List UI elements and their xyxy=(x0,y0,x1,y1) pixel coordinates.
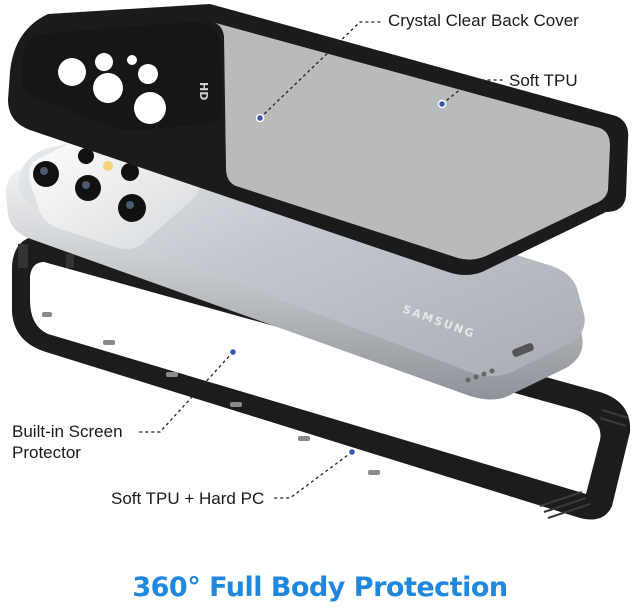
label-crystal-clear-back-cover: Crystal Clear Back Cover xyxy=(388,11,579,30)
leader-dot xyxy=(347,447,357,457)
callout-leaders xyxy=(138,21,503,499)
leader-dot xyxy=(228,347,238,357)
label-soft-tpu: Soft TPU xyxy=(509,71,578,90)
protection-banner: 360° Full Body Protection xyxy=(132,572,508,603)
label-soft-tpu-hard-pc: Soft TPU + Hard PC xyxy=(111,489,265,508)
leader-dot xyxy=(437,99,447,109)
label-built-in-screen-protector: Built-in Screen Protector xyxy=(12,421,123,463)
bottom-frame xyxy=(12,236,631,520)
camera-lenses xyxy=(33,148,146,222)
back-cover: HD xyxy=(8,4,629,275)
lens-engraving: HD xyxy=(197,82,210,100)
leader-dot xyxy=(255,113,265,123)
phone-body: SAMSUNG xyxy=(5,130,585,400)
label-line-1: Built-in Screen xyxy=(12,422,123,441)
label-line-2: Protector xyxy=(12,443,81,462)
